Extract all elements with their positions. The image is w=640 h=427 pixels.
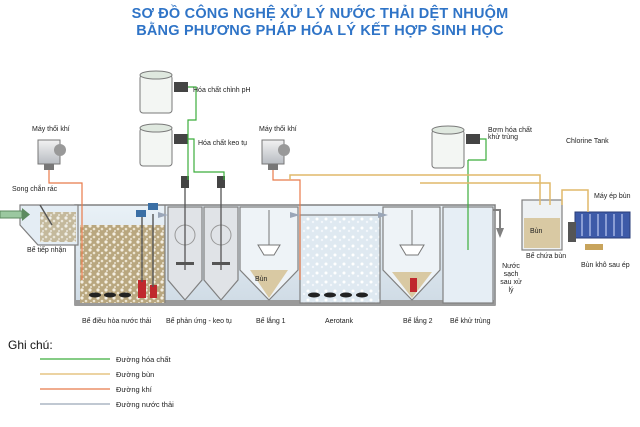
blower-1-label: Máy thổi khí bbox=[32, 126, 70, 133]
receiving-tank-label: Bể tiếp nhận bbox=[27, 247, 67, 254]
reaction-tanks bbox=[167, 176, 239, 301]
pump-icon bbox=[410, 278, 417, 292]
sludge-2-label: Bùn bbox=[530, 228, 543, 235]
settling-tank-1 bbox=[239, 206, 299, 301]
inflow-arrow-icon bbox=[22, 208, 30, 221]
sludge-press bbox=[568, 211, 631, 250]
legend-label-wastewater: Đường nước thải bbox=[116, 400, 174, 409]
blower-1 bbox=[37, 139, 66, 170]
pump-icon bbox=[150, 285, 157, 298]
pump-icon bbox=[138, 280, 146, 298]
diagram-title-line1: SƠ ĐỒ CÔNG NGHỆ XỬ LÝ NƯỚC THẢI DỆT NHUỘ… bbox=[131, 6, 509, 22]
sludge-cake-label: Bùn khô sau ép bbox=[581, 262, 630, 269]
aerotank bbox=[299, 214, 381, 304]
settling-tank-2-label: Bể lắng 2 bbox=[403, 318, 433, 325]
coagulant-chemical-tank bbox=[139, 123, 188, 167]
disinfection-tank-label: Bể khử trùng bbox=[450, 318, 491, 325]
dosing-pump-icon bbox=[174, 82, 188, 92]
sludge-lines bbox=[289, 174, 589, 212]
settling-tank-2 bbox=[382, 206, 441, 301]
coag-chem-label: Hóa chất keo tụ bbox=[198, 140, 248, 147]
mixer-motor-icon bbox=[181, 176, 189, 188]
screen-label: Song chắn rác bbox=[12, 186, 58, 193]
dosing-pump-icon bbox=[466, 134, 480, 144]
mixer-motor-icon bbox=[217, 176, 225, 188]
equalization-tank-label: Bể điều hòa nước thải bbox=[82, 318, 152, 325]
wastewater-flow-arrows bbox=[158, 212, 388, 218]
disinfection-tank bbox=[442, 160, 494, 304]
dosing-pump-label: Bơm hóa chất khử trùng bbox=[488, 127, 532, 141]
sludge-holding-tank-label: Bể chứa bùn bbox=[526, 253, 567, 260]
sludge-holding-tank bbox=[521, 199, 563, 251]
settling-tank-1-label: Bể lắng 1 bbox=[256, 318, 286, 325]
chemical-lines bbox=[187, 86, 487, 180]
equalization-tank bbox=[80, 203, 166, 303]
legend-label-sludge: Đường bùn bbox=[116, 370, 155, 379]
clean-water-label: Nước sạch sau xử lý bbox=[500, 263, 522, 294]
legend-heading: Ghi chú: bbox=[8, 338, 53, 352]
diagram-title-line2: BẰNG PHƯƠNG PHÁP HÓA LÝ KẾT HỢP SINH HỌC bbox=[136, 23, 504, 39]
outflow-arrow-icon bbox=[496, 228, 504, 238]
ph-chem-label: Hóa chất chỉnh pH bbox=[193, 87, 251, 94]
ph-chemical-tank bbox=[139, 70, 188, 114]
sludge-press-label: Máy ép bùn bbox=[594, 193, 631, 200]
air-lines bbox=[48, 170, 301, 280]
receiving-tank bbox=[0, 204, 79, 246]
valve-icon bbox=[148, 203, 158, 210]
blower-2-label: Máy thổi khí bbox=[259, 126, 297, 133]
blower-2 bbox=[261, 139, 290, 170]
legend-label-air: Đường khí bbox=[116, 385, 152, 394]
reaction-tank-label: Bể phản ứng - keo tụ bbox=[166, 318, 232, 325]
valve-icon bbox=[136, 210, 146, 217]
outlet-pipe bbox=[493, 209, 501, 228]
disinfectant-chemical-tank bbox=[431, 125, 480, 169]
sludge-1-label: Bùn bbox=[255, 276, 268, 283]
chlorine-tank-label: Chlorine Tank bbox=[566, 138, 609, 145]
legend-label-chemical: Đường hóa chất bbox=[116, 355, 171, 364]
aerotank-label: Aerotank bbox=[325, 318, 354, 325]
dosing-pump-icon bbox=[174, 134, 188, 144]
